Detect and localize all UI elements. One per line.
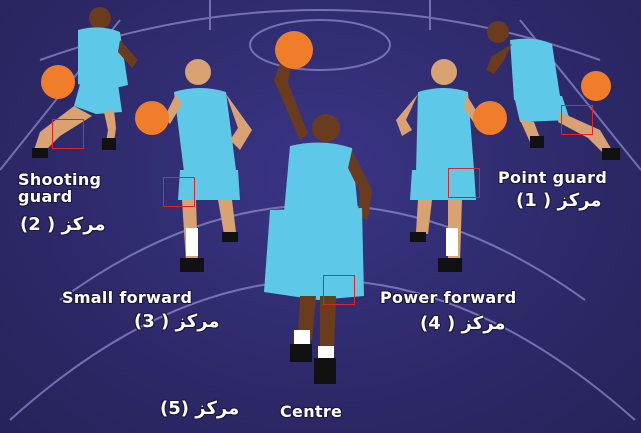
- basketball-icon: [41, 65, 75, 99]
- label-small-forward: Small forward: [62, 288, 193, 307]
- marker-power-forward: [448, 168, 480, 198]
- label-point-guard-arabic: مركز ( 1): [516, 190, 602, 211]
- label-point-guard: Point guard: [498, 168, 608, 187]
- marker-shooting-guard: [52, 119, 84, 149]
- label-small-forward-arabic: مركز ( 3): [134, 311, 220, 332]
- player-power-forward: [396, 59, 482, 272]
- player-small-forward: [164, 59, 252, 272]
- marker-point-guard: [561, 105, 593, 135]
- basketball-icon: [135, 101, 169, 135]
- label-shooting-guard: Shooting guard: [18, 170, 102, 206]
- player-point-guard: [486, 21, 620, 160]
- basketball-icon: [581, 71, 611, 101]
- basketball-icon: [275, 31, 313, 69]
- label-centre-arabic: (5) مركز: [160, 398, 240, 419]
- marker-centre: [323, 275, 355, 305]
- label-power-forward: Power forward: [380, 288, 517, 307]
- player-centre: [264, 58, 372, 384]
- label-centre: Centre: [280, 402, 343, 421]
- player-shooting-guard: [32, 7, 138, 158]
- marker-small-forward: [163, 177, 195, 207]
- label-power-forward-arabic: مركز ( 4): [420, 313, 506, 334]
- label-shooting-guard-arabic: مركز ( 2): [20, 214, 106, 235]
- basketball-icon: [473, 101, 507, 135]
